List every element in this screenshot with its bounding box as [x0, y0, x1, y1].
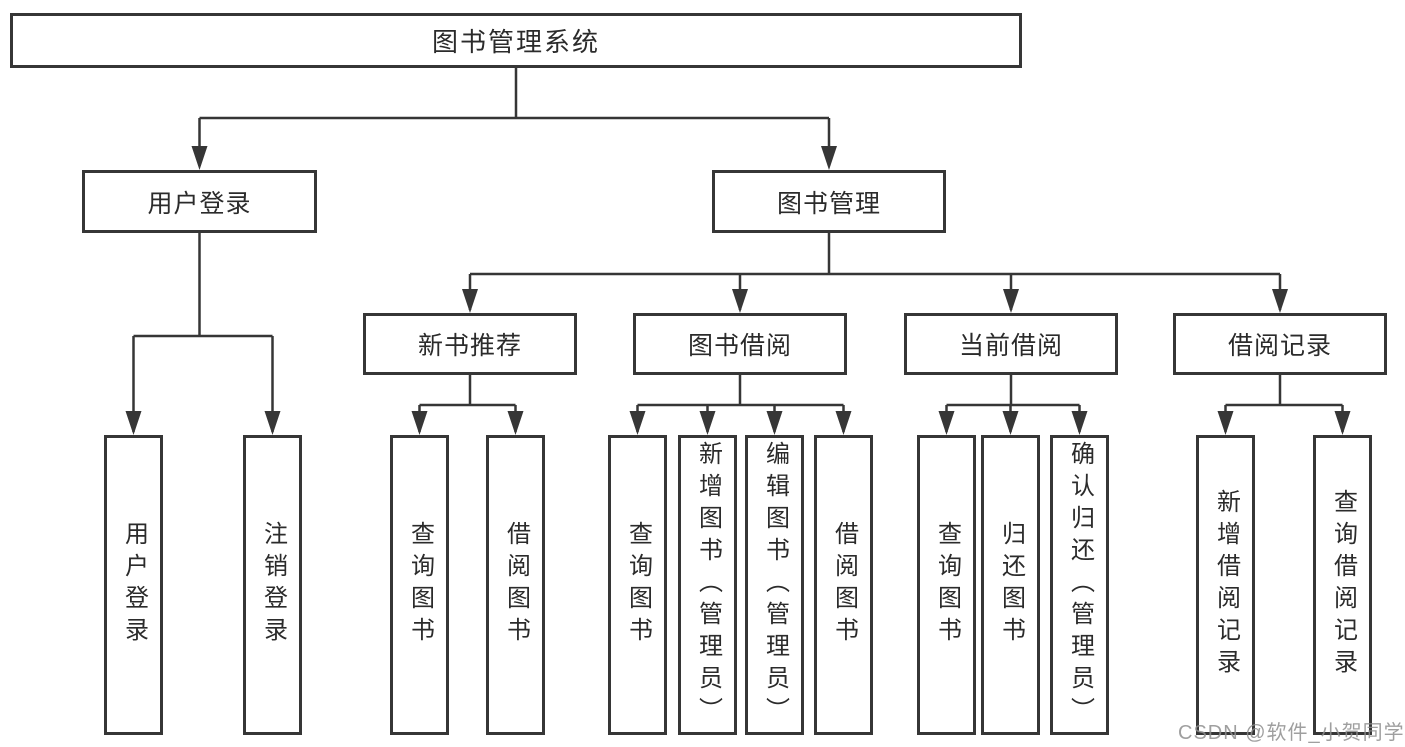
leaf-confirm-return-admin: 确认归还（管理员）: [1050, 435, 1109, 735]
leaf-query-books-borrow: 查询图书: [608, 435, 667, 735]
leaf-logout: 注销登录: [243, 435, 302, 735]
edge-records-to-leaves: [1217, 375, 1351, 435]
node-borrow-records-label: 借阅记录: [1227, 332, 1332, 360]
leaf-query-books-current-label: 查询图书: [933, 521, 961, 649]
leaf-query-books-borrow-label: 查询图书: [624, 521, 652, 649]
node-book-management-label: 图书管理: [776, 189, 881, 218]
leaf-query-books-recommend-label: 查询图书: [406, 521, 434, 649]
leaf-return-book-label: 归还图书: [997, 521, 1025, 649]
edge-bookmgmt-to-level2: [462, 233, 1288, 313]
node-new-book-recommend-label: 新书推荐: [417, 332, 522, 360]
node-book-management: 图书管理: [712, 170, 946, 233]
leaf-return-book: 归还图书: [981, 435, 1040, 735]
edge-recommend-to-leaves: [411, 375, 524, 435]
node-current-borrow: 当前借阅: [904, 313, 1118, 375]
node-user-login-label: 用户登录: [147, 189, 252, 218]
leaf-add-borrow-record: 新增借阅记录: [1196, 435, 1255, 735]
leaf-borrow-books-recommend: 借阅图书: [486, 435, 545, 735]
node-root: 图书管理系统: [10, 13, 1022, 68]
leaf-query-books-recommend: 查询图书: [390, 435, 449, 735]
edge-root-to-level1: [191, 68, 837, 170]
leaf-add-book-admin: 新增图书（管理员）: [678, 435, 737, 735]
leaf-edit-book-admin: 编辑图书（管理员）: [745, 435, 804, 735]
leaf-user-login-label: 用户登录: [120, 521, 148, 649]
leaf-query-borrow-record: 查询借阅记录: [1313, 435, 1372, 735]
node-current-borrow-label: 当前借阅: [958, 332, 1063, 360]
node-root-label: 图书管理系统: [431, 27, 600, 57]
leaf-add-borrow-record-label: 新增借阅记录: [1212, 489, 1240, 681]
node-book-borrow-label: 图书借阅: [687, 332, 792, 360]
leaf-add-book-admin-label: 新增图书（管理员）: [694, 441, 722, 729]
leaf-query-books-current: 查询图书: [917, 435, 976, 735]
edge-userlogin-to-leaves: [125, 233, 281, 435]
leaf-user-login: 用户登录: [104, 435, 163, 735]
node-book-borrow: 图书借阅: [633, 313, 847, 375]
node-user-login: 用户登录: [82, 170, 317, 233]
edge-borrow-to-leaves: [629, 375, 852, 435]
leaf-confirm-return-admin-label: 确认归还（管理员）: [1066, 441, 1094, 729]
leaf-query-borrow-record-label: 查询借阅记录: [1329, 489, 1357, 681]
leaf-edit-book-admin-label: 编辑图书（管理员）: [761, 441, 789, 729]
leaf-borrow-books-borrow: 借阅图书: [814, 435, 873, 735]
leaf-borrow-books-borrow-label: 借阅图书: [830, 521, 858, 649]
leaf-borrow-books-recommend-label: 借阅图书: [502, 521, 530, 649]
node-new-book-recommend: 新书推荐: [363, 313, 577, 375]
csdn-watermark: CSDN @软件_小贺同学: [1178, 722, 1405, 744]
edge-current-to-leaves: [938, 375, 1088, 435]
leaf-logout-label: 注销登录: [259, 521, 287, 649]
node-borrow-records: 借阅记录: [1173, 313, 1387, 375]
